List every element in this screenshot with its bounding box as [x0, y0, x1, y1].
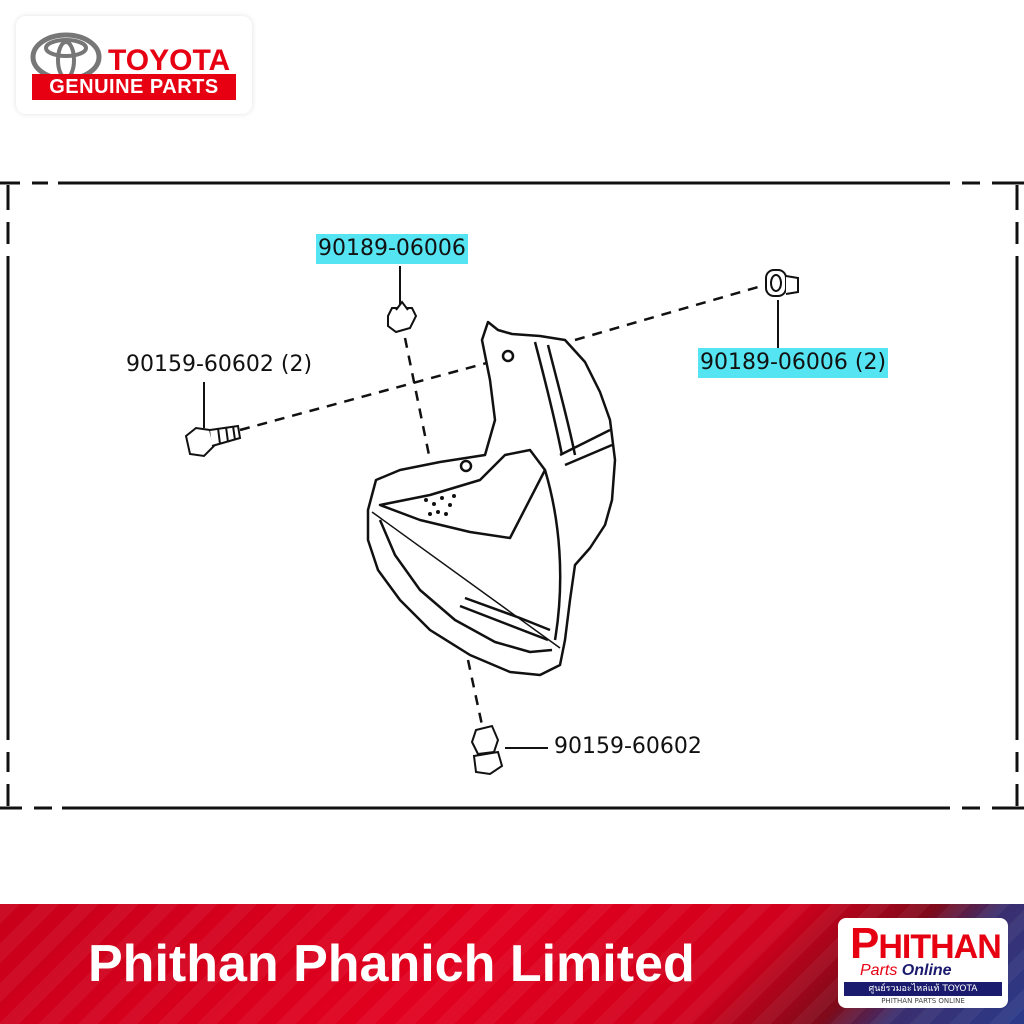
diagram-frame [0, 181, 1024, 810]
online-word: Online [901, 962, 952, 979]
parts-word: Parts [860, 962, 898, 979]
toyota-brand-text: TOYOTA [108, 44, 231, 77]
parts-online-text: Parts Online [860, 962, 952, 980]
bolt-bottom [470, 724, 504, 776]
part-label-right[interactable]: 90189-06006 (2) [698, 348, 889, 378]
part-label-top[interactable]: 90189-06006 [316, 234, 468, 264]
part-label-left[interactable]: 90159-60602 (2) [126, 352, 313, 377]
phithan-brand-text: PHITHAN [850, 922, 1002, 966]
clip-fastener-top [387, 300, 418, 334]
phithan-brand-rest: HITHAN [878, 928, 1001, 966]
callout-lines [203, 266, 779, 749]
bolt-left [184, 424, 242, 458]
part-label-bottom[interactable]: 90159-60602 [554, 734, 702, 759]
genuine-parts-text: GENUINE PARTS [32, 74, 236, 100]
company-name: Phithan Phanich Limited [88, 935, 695, 993]
clip-fastener-right [765, 269, 799, 297]
phithan-parts-online-logo: PHITHAN Parts Online ศูนย์รวมอะไหล่แท้ T… [838, 918, 1008, 1008]
phithan-brand-initial: P [850, 919, 879, 968]
badge-tagline-small: PHITHAN PARTS ONLINE [881, 997, 965, 1005]
assembly-dash-lines [239, 283, 766, 726]
mud-flap [366, 320, 617, 677]
badge-tagline: ศูนย์รวมอะไหล่แท้ TOYOTA [844, 982, 1002, 996]
